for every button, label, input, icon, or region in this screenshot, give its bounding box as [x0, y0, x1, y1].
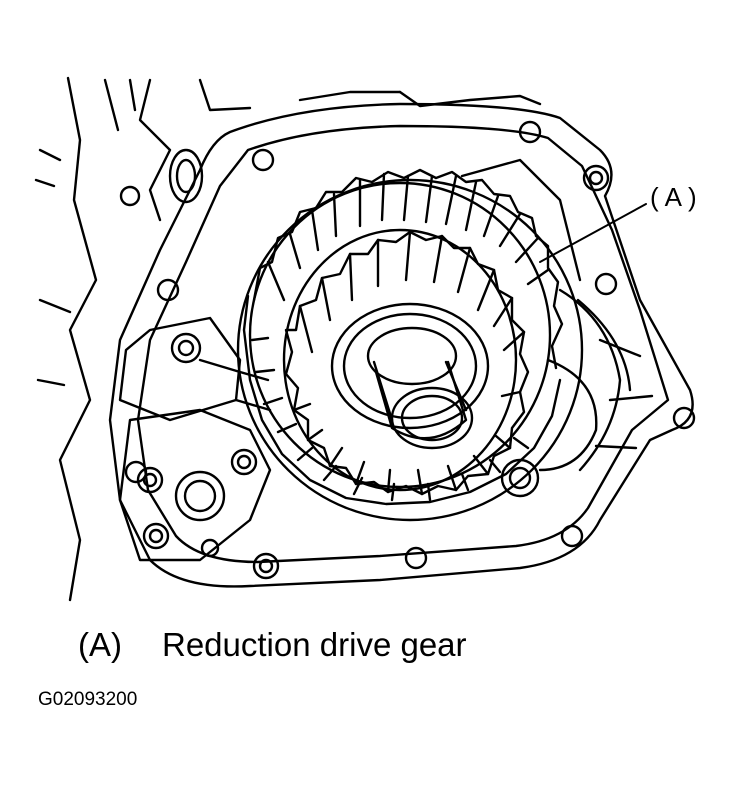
legend-text: Reduction drive gear	[162, 626, 467, 663]
housing-background	[34, 76, 542, 602]
flange-bolt-holes	[119, 120, 696, 570]
legend-key: (A)	[78, 626, 122, 663]
callout-label-a: (A)	[650, 182, 703, 212]
gear-hub	[330, 302, 490, 440]
gear-outer-teeth	[252, 168, 564, 370]
reduction-drive-gear	[242, 168, 564, 506]
transmission-illustration	[34, 76, 696, 602]
callout-leader-line	[539, 203, 647, 263]
output-shaft-bore	[390, 386, 474, 450]
valve-body-block	[118, 316, 280, 580]
breather-plug	[168, 148, 204, 204]
figure-id: G02093200	[38, 689, 138, 710]
case-ribs	[558, 288, 654, 472]
legend-entry: (A) Reduction drive gear	[78, 626, 467, 664]
bearing-bore	[236, 158, 598, 522]
